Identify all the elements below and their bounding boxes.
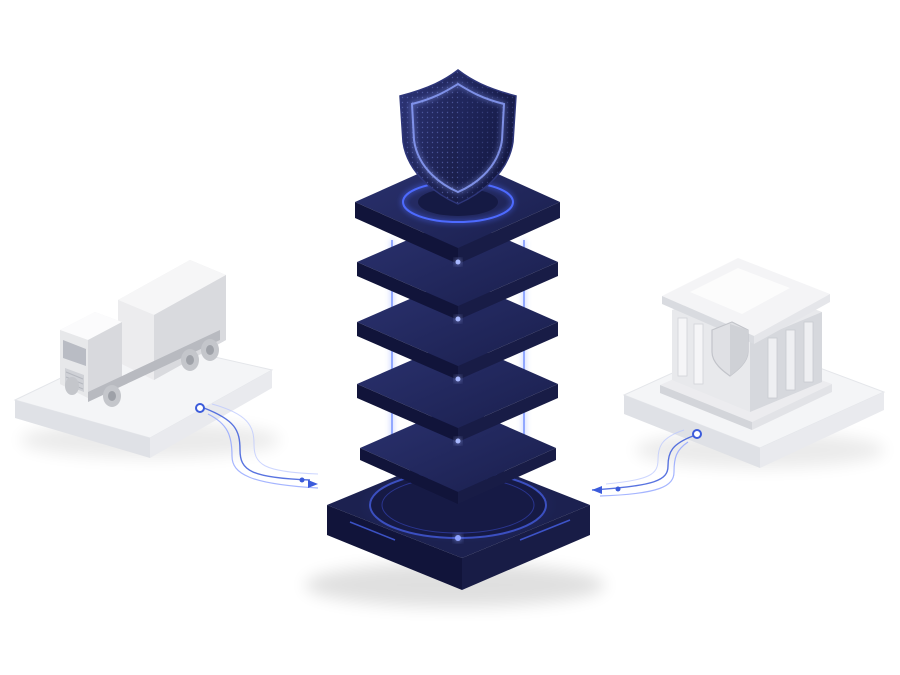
tower-base: [327, 452, 590, 590]
truck-icon: [60, 260, 226, 407]
security-tower: [305, 69, 605, 607]
truck-connector: [195, 403, 319, 489]
bank-icon: [660, 258, 832, 430]
truck-platform: [13, 339, 280, 458]
tower-slab-5: [360, 405, 556, 504]
tower-slab-4: [357, 340, 558, 444]
shield-icon: [399, 69, 517, 205]
tower-slab-3: [357, 278, 558, 382]
bank-connector: [591, 429, 702, 497]
